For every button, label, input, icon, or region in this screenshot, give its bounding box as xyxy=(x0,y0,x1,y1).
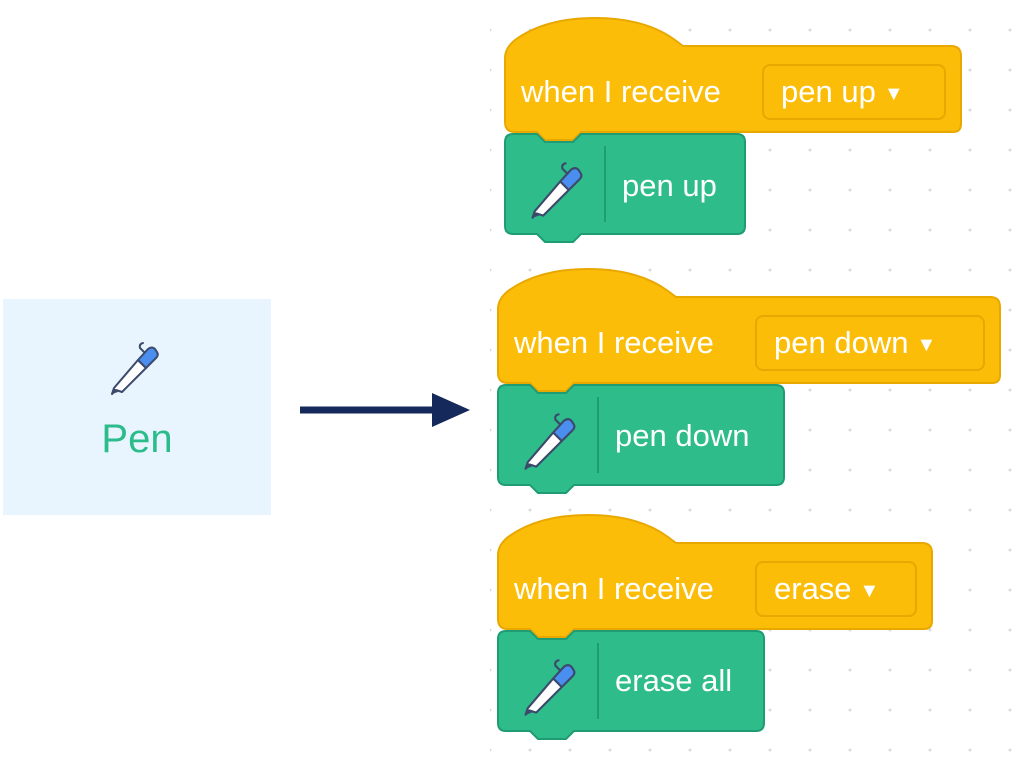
dropdown-arrow-icon: ▼ xyxy=(859,580,880,602)
when-i-receive-hat-block[interactable] xyxy=(504,16,962,141)
message-dropdown-value: pen up xyxy=(781,74,876,109)
right-arrow-icon xyxy=(300,393,470,427)
message-dropdown-value: erase xyxy=(774,571,852,606)
pen-category-label: Pen xyxy=(101,417,173,461)
block-divider xyxy=(604,146,606,222)
erase-all-command-block[interactable] xyxy=(497,630,765,747)
hat-block-label: when I receive xyxy=(514,571,714,606)
message-dropdown-value: pen down xyxy=(774,325,909,360)
pen-category-tile[interactable] xyxy=(3,299,271,515)
message-dropdown[interactable]: pen up ▼ xyxy=(762,64,946,120)
dropdown-arrow-icon: ▼ xyxy=(883,83,904,105)
pen-icon xyxy=(104,338,164,398)
pen-up-command-block[interactable] xyxy=(504,133,746,250)
hat-block-label: when I receive xyxy=(514,325,714,360)
when-i-receive-hat-block[interactable] xyxy=(497,513,933,638)
command-block-label: erase all xyxy=(615,663,733,698)
pen-down-command-block[interactable] xyxy=(497,384,785,501)
pen-icon xyxy=(524,158,588,222)
dropdown-arrow-icon: ▼ xyxy=(916,334,937,356)
message-dropdown[interactable]: erase ▼ xyxy=(755,561,917,617)
hat-block-label: when I receive xyxy=(521,74,721,109)
pen-icon xyxy=(517,655,581,719)
block-divider xyxy=(597,397,599,473)
message-dropdown[interactable]: pen down ▼ xyxy=(755,315,985,371)
command-block-label: pen down xyxy=(615,418,750,453)
when-i-receive-hat-block[interactable] xyxy=(497,267,1001,392)
pen-icon xyxy=(517,409,581,473)
block-divider xyxy=(597,643,599,719)
command-block-label: pen up xyxy=(622,168,717,203)
